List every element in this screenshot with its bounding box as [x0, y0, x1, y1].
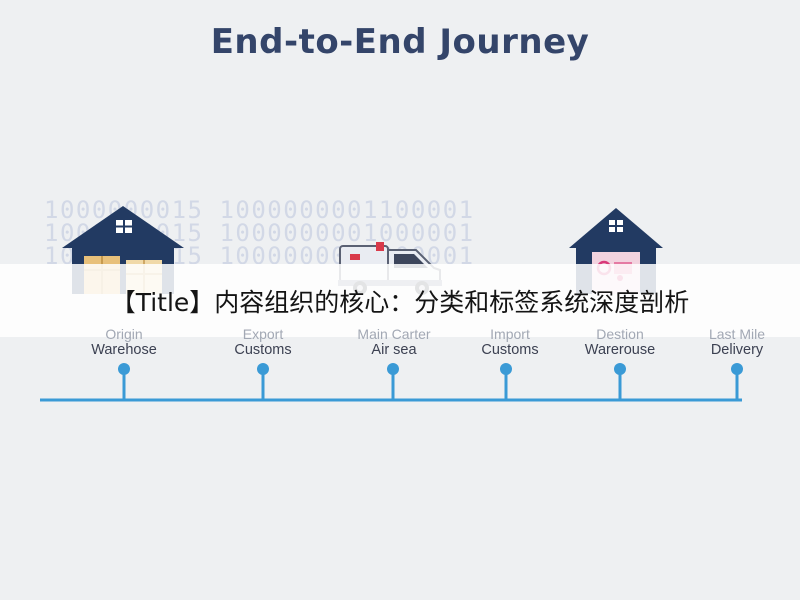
timeline-node [614, 363, 626, 375]
stage-label-line1: Last Mile [708, 326, 766, 342]
timeline-node [257, 363, 269, 375]
stage-label-line1: Export [242, 326, 284, 342]
stage-export-customs: Export Customs [198, 326, 328, 359]
stage-label-line1: Import [490, 326, 530, 342]
stage-label-line2: Customs [234, 342, 292, 358]
title-overlay-banner: 【Title】内容组织的核心：分类和标签系统深度剖析 [0, 264, 800, 337]
stage-label-line2: Delivery [710, 342, 764, 358]
stage-label-line2: Customs [481, 342, 539, 358]
overlay-title-text: 【Title】内容组织的核心：分类和标签系统深度剖析 [110, 287, 690, 317]
stage-last-mile-delivery: Last Mile Delivery [672, 326, 800, 359]
timeline [40, 363, 743, 402]
timeline-node [500, 363, 512, 375]
stage-label-line1: Main Carter [357, 326, 431, 342]
stage-origin-warehouse: Origin Warehose [59, 326, 189, 359]
stage-import-customs: Import Customs [445, 326, 575, 359]
stage-destination-warehouse: Destion Warerouse [555, 326, 685, 359]
diagram-title: End-to-End Journey [210, 22, 590, 62]
timeline-node [118, 363, 130, 375]
stage-main-carrier: Main Carter Air sea [329, 326, 459, 359]
timeline-node [387, 363, 399, 375]
stage-label-line1: Destion [596, 326, 644, 342]
stage-label-line2: Air sea [371, 342, 417, 358]
timeline-node [731, 363, 743, 375]
stage-label-line1: Origin [105, 326, 143, 342]
stage-label-line2: Warerouse [584, 342, 656, 358]
stage-label-line2: Warehose [91, 342, 157, 358]
